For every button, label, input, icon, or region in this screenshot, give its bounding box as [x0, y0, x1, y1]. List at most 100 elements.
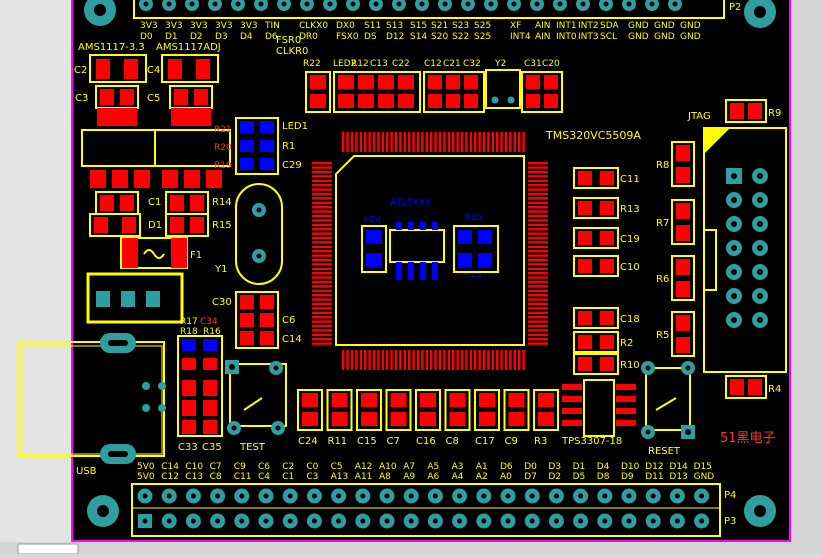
p4-label-a: A5: [427, 462, 439, 472]
regulator-2-tab: [171, 108, 211, 126]
header-top-label: S25: [474, 21, 491, 31]
p4-label-b: GND: [694, 472, 715, 482]
r1-label: R1: [282, 141, 295, 152]
header-top-label: S11: [364, 21, 381, 31]
p4-label-b: D11: [645, 472, 663, 482]
header-top-label: 3V3: [190, 21, 208, 31]
p2-label: P2: [729, 2, 741, 13]
p4-label-b: C4: [258, 472, 270, 482]
p4-label-a: D10: [621, 462, 640, 472]
header-top-label-2: S20: [431, 32, 448, 42]
right-cap-label: C18: [620, 314, 640, 325]
test-switch: [229, 363, 287, 427]
usb-connector: [17, 341, 165, 457]
bottom-cap-label: R11: [328, 436, 348, 447]
p4-label-a: A1: [476, 462, 488, 472]
p4-label-b: A9: [403, 472, 415, 482]
header-top-label: 3V3: [215, 21, 233, 31]
p4-label-b: 5V0: [137, 472, 155, 482]
header-top-label: S15: [410, 21, 427, 31]
p4-label-b: D8: [597, 472, 610, 482]
cap-outline: [573, 227, 619, 249]
c33-label: C33: [178, 442, 198, 453]
regulator-1-tab: [97, 108, 137, 126]
c6-label: C6: [282, 315, 295, 326]
bottom-cap-outline: [356, 389, 382, 431]
header-top-label: GND: [654, 21, 675, 31]
header-top-label-2: INT4: [510, 32, 531, 42]
r17-label: R17: [180, 317, 198, 327]
right-cap-label: R13: [620, 204, 640, 215]
c29-label: C29: [282, 160, 302, 171]
header-top-label: S21: [431, 21, 448, 31]
top-group-label: C13: [370, 59, 388, 69]
regulator-label-2: AMS1117ADJ: [156, 42, 221, 53]
top-group-label: Y2: [494, 59, 506, 69]
r16-label: R16: [203, 327, 221, 337]
mcu-name: TMS320VC5509A: [545, 129, 641, 142]
test-label: TEST: [239, 442, 266, 453]
header-top-label-2: GND: [628, 32, 649, 42]
status-tab[interactable]: [17, 543, 79, 555]
tps-chip: [583, 379, 615, 437]
header-top-label: 3V3: [240, 21, 258, 31]
p4-label-a: C6: [258, 462, 270, 472]
header-top-label: GND: [628, 21, 649, 31]
p4-label-a: C0: [306, 462, 318, 472]
fsr0-label: FSR0: [276, 35, 301, 46]
c1-label: C1: [148, 197, 161, 208]
jtag-resistor-label: R6: [656, 274, 669, 285]
p4-label-a: C14: [161, 462, 179, 472]
header-top-label: XF: [510, 21, 521, 31]
p4-label-b: D2: [548, 472, 561, 482]
p3-label: P3: [724, 516, 736, 527]
r18-label: R18: [180, 327, 198, 337]
header-top-label: DX0: [336, 21, 355, 31]
header-top-label: TIN: [264, 21, 280, 31]
header-top-label-2: S14: [410, 32, 427, 42]
eeprom-label: AT25XXX: [390, 198, 431, 208]
header-top-label-2: S22: [452, 32, 469, 42]
header-top-label-2: FSX0: [336, 32, 359, 42]
header-top-label: S13: [386, 21, 403, 31]
p4-label-b: C8: [210, 472, 222, 482]
regulator-label-1: AMS1117-3.3: [78, 42, 145, 53]
c4-outline: [161, 54, 219, 83]
header-top-label: 3V3: [165, 21, 183, 31]
bottom-cap-outline: [326, 389, 353, 431]
jtag-resistor-label: R5: [656, 330, 669, 341]
header-top-label-2: D12: [386, 32, 404, 42]
status-strip: [0, 542, 822, 554]
bottom-cap-label: C15: [357, 436, 377, 447]
header-top-label-2: GND: [680, 32, 701, 42]
r20-label: R20: [214, 143, 232, 153]
cap-outline: [573, 255, 619, 277]
r14-label: R14: [212, 197, 232, 208]
p4-label-b: D13: [669, 472, 687, 482]
right-cap-label: R10: [620, 360, 640, 371]
header-top-label-2: S25: [474, 32, 491, 42]
r-stack-outline: [177, 335, 223, 437]
p4-label: P4: [724, 490, 736, 501]
header-top-label: INT2: [578, 21, 599, 31]
header-top-label-2: DS: [364, 32, 377, 42]
p4-label-b: D9: [621, 472, 634, 482]
mcu-pins: [312, 132, 548, 370]
p4-label-a: C5: [331, 462, 343, 472]
p4-label-b: D7: [524, 472, 537, 482]
r19-label: R19: [214, 161, 232, 171]
bottom-cap-outline: [385, 389, 412, 431]
usb-label: USB: [76, 466, 97, 477]
mcu-outline: [335, 155, 525, 346]
r25-label: R25: [464, 213, 482, 223]
p4-label-a: A3: [452, 462, 464, 472]
header-top-label-2: D4: [240, 32, 253, 42]
p4-label-b: A4: [452, 472, 464, 482]
top-group-label: C22: [392, 59, 410, 69]
p4-label-a: D3: [548, 462, 561, 472]
